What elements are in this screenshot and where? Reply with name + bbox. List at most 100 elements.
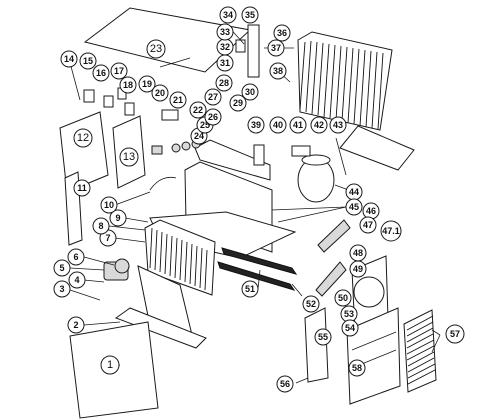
callout-10: 10: [100, 196, 118, 214]
callout-26: 26: [204, 108, 222, 126]
svg-text:32: 32: [220, 42, 230, 52]
svg-text:34: 34: [223, 10, 233, 20]
callout-19: 19: [138, 75, 156, 93]
callout-29: 29: [229, 94, 247, 112]
callout-18: 18: [119, 76, 137, 94]
callout-51: 51: [241, 280, 259, 298]
svg-text:41: 41: [293, 120, 303, 130]
drain-hose: [149, 176, 177, 191]
callout-3: 3: [53, 280, 71, 298]
svg-text:3: 3: [59, 284, 64, 294]
callout-15: 15: [79, 52, 97, 70]
svg-text:30: 30: [245, 87, 255, 97]
side-panel-left: [59, 111, 109, 193]
svg-text:39: 39: [251, 120, 261, 130]
svg-text:51: 51: [245, 284, 255, 294]
drain-tray: [339, 125, 415, 171]
svg-text:9: 9: [115, 213, 120, 223]
svg-text:21: 21: [173, 95, 183, 105]
bracket-35: [247, 24, 260, 78]
svg-text:35: 35: [245, 10, 255, 20]
svg-text:56: 56: [280, 379, 290, 389]
callout-23: 23: [146, 39, 166, 59]
svg-text:40: 40: [273, 120, 283, 130]
svg-text:15: 15: [83, 56, 93, 66]
callout-32: 32: [216, 38, 234, 56]
svg-text:45: 45: [349, 202, 359, 212]
svg-text:12: 12: [77, 132, 89, 144]
svg-text:25: 25: [200, 120, 210, 130]
fan-blade-lower: [315, 261, 347, 297]
callout-54: 54: [341, 319, 359, 337]
callout-14: 14: [60, 50, 78, 68]
callout-6: 6: [67, 248, 85, 266]
svg-text:17: 17: [114, 66, 124, 76]
evaporator-coil: [144, 219, 216, 296]
callout-1: 1: [100, 355, 120, 375]
callout-44: 44: [345, 183, 363, 201]
fan-blade-upper: [317, 219, 351, 253]
callout-36: 36: [273, 24, 291, 42]
svg-text:38: 38: [273, 66, 283, 76]
service-valve: [291, 145, 311, 157]
svg-text:52: 52: [306, 299, 316, 309]
svg-text:18: 18: [123, 80, 133, 90]
svg-text:22: 22: [193, 105, 203, 115]
callout-41: 41: [289, 116, 307, 134]
svg-text:49: 49: [353, 264, 363, 274]
svg-text:50: 50: [338, 293, 348, 303]
condenser-coil: [297, 31, 393, 131]
bracket-15: [83, 89, 95, 103]
louver-grille: [403, 309, 437, 393]
svg-text:48: 48: [353, 248, 363, 258]
callout-34: 34: [219, 6, 237, 24]
rail-upper: [221, 247, 298, 275]
svg-text:5: 5: [59, 263, 64, 273]
callout-30: 30: [241, 83, 259, 101]
callout-50: 50: [334, 289, 352, 307]
callout-5: 5: [53, 259, 71, 277]
svg-text:58: 58: [352, 363, 362, 373]
svg-text:20: 20: [155, 88, 165, 98]
callout-37: 37: [267, 39, 285, 57]
fan-orifice: [353, 276, 385, 308]
callout-47-1: 47.1: [380, 220, 402, 242]
callout-33: 33: [216, 23, 234, 41]
callout-38: 38: [269, 62, 287, 80]
svg-text:13: 13: [123, 151, 135, 163]
bracket-18: [124, 102, 135, 116]
relay: [253, 144, 265, 166]
callout-49: 49: [349, 260, 367, 278]
svg-text:29: 29: [233, 98, 243, 108]
svg-text:57: 57: [450, 329, 460, 339]
callout-40: 40: [269, 116, 287, 134]
svg-text:7: 7: [105, 233, 110, 243]
svg-text:1: 1: [107, 359, 113, 371]
svg-text:53: 53: [344, 309, 354, 319]
callout-21: 21: [169, 91, 187, 109]
callout-9: 9: [109, 209, 127, 227]
callout-13: 13: [119, 147, 139, 167]
callout-56: 56: [276, 375, 294, 393]
callout-11: 11: [73, 179, 91, 197]
callout-16: 16: [92, 64, 110, 82]
svg-text:46: 46: [366, 206, 376, 216]
callout-48: 48: [349, 244, 367, 262]
callout-27: 27: [204, 88, 222, 106]
svg-text:11: 11: [77, 183, 87, 193]
svg-text:24: 24: [194, 131, 204, 141]
top-brace: [194, 139, 271, 181]
svg-text:8: 8: [98, 221, 103, 231]
rear-panel: [346, 307, 401, 405]
compressor: [297, 154, 335, 203]
callout-52: 52: [302, 295, 320, 313]
parts-drawing: [59, 7, 437, 419]
svg-text:54: 54: [345, 323, 355, 333]
callout-4: 4: [68, 271, 86, 289]
capacitor: [151, 145, 163, 155]
bracket-33: [235, 39, 246, 53]
svg-text:43: 43: [333, 120, 343, 130]
svg-text:31: 31: [220, 58, 230, 68]
svg-text:37: 37: [271, 43, 281, 53]
